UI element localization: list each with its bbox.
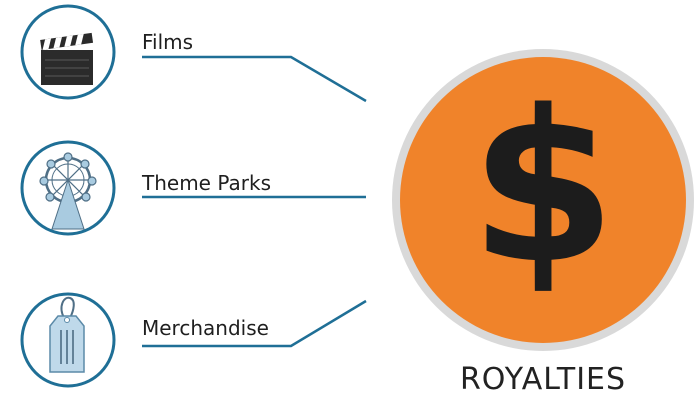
royalties-coin [392, 49, 694, 351]
connector-merchandise [142, 299, 367, 348]
royalties-label: ROYALTIES [459, 362, 627, 397]
films-label: Films [142, 30, 194, 54]
film-clapperboard-icon [20, 4, 116, 100]
theme-parks-label: Theme Parks [142, 171, 271, 195]
dollar-sign-icon: $ [469, 65, 617, 310]
connector-films [142, 55, 367, 103]
merchandise-label: Merchandise [142, 316, 269, 340]
ferris-wheel-icon [20, 140, 116, 236]
price-tag-icon [20, 292, 116, 388]
